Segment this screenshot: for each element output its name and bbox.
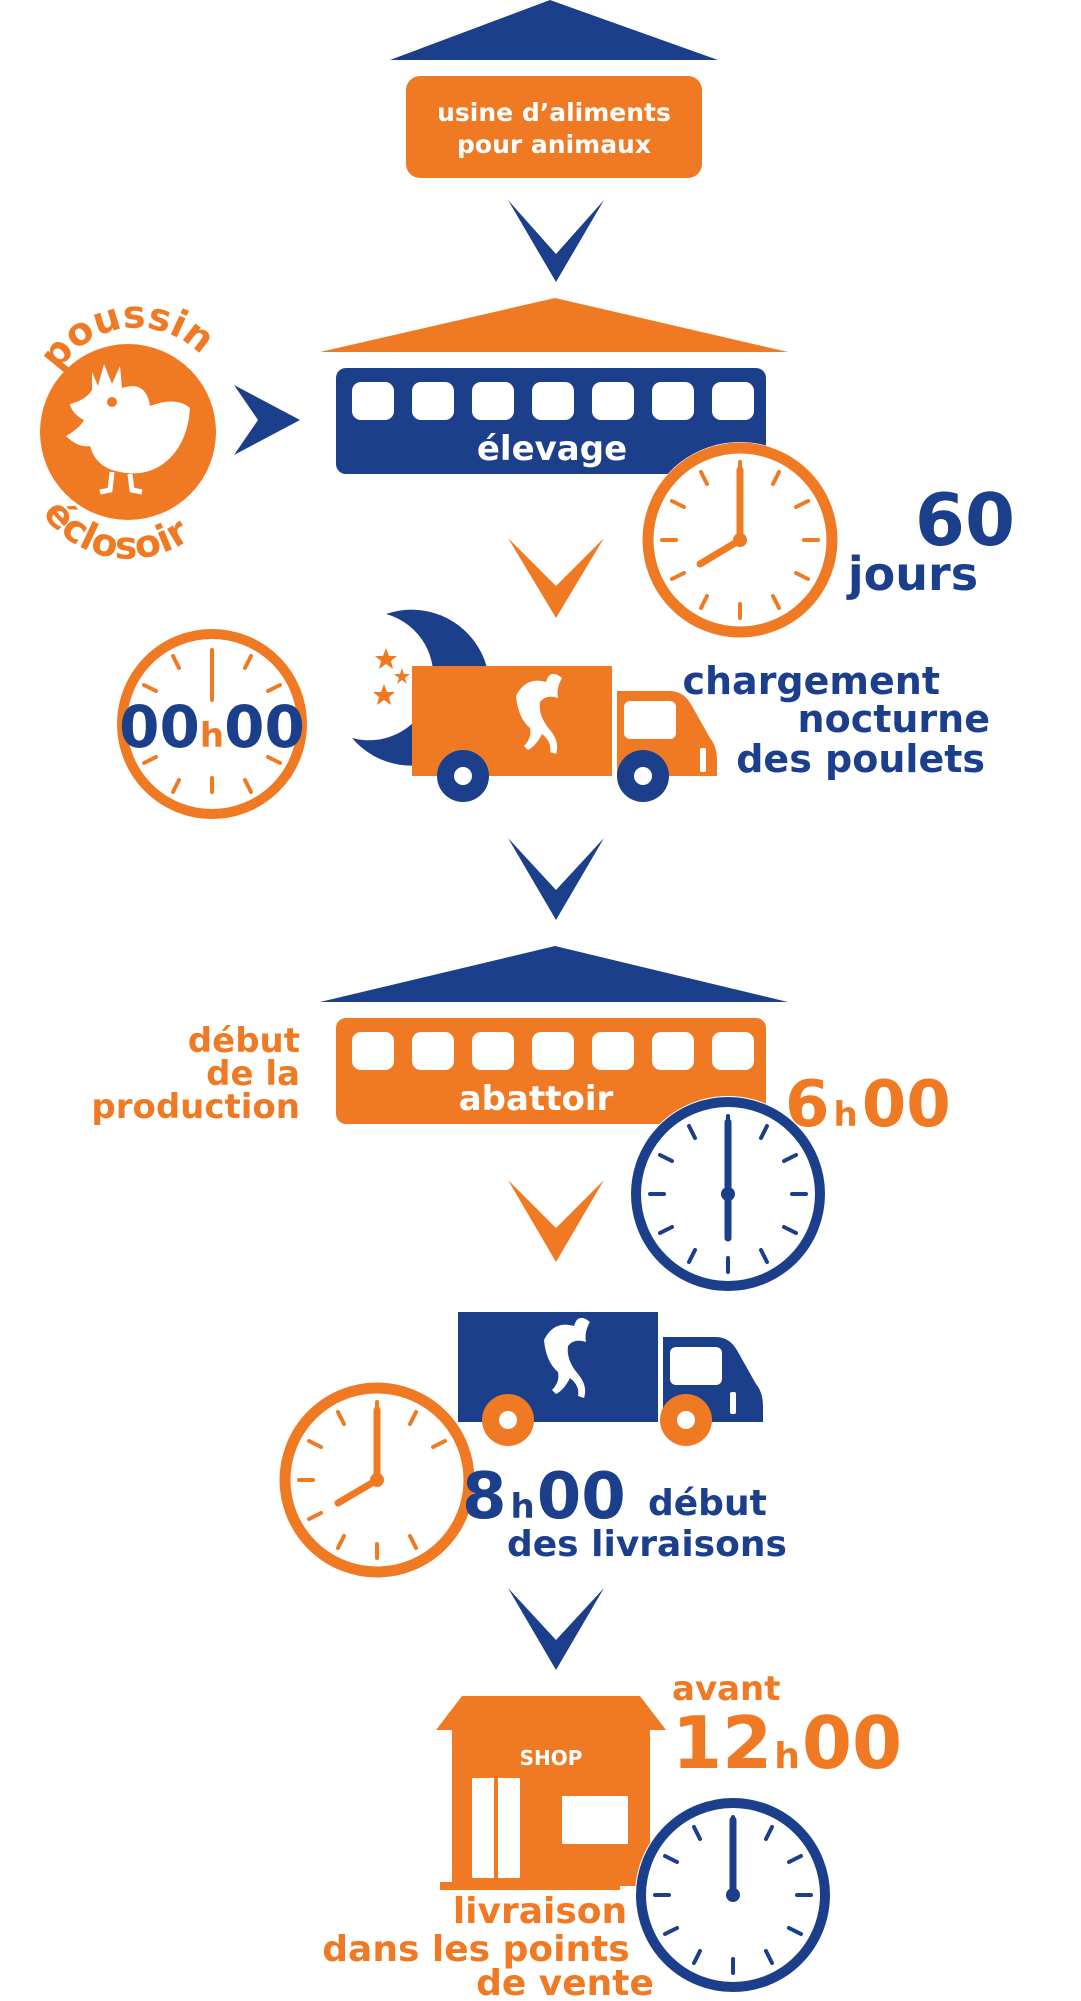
- farm-duration-number: 60: [915, 478, 1015, 562]
- stars-icon: [373, 648, 410, 705]
- arrow-right-icon: [234, 385, 300, 455]
- arrow-down-icon: [508, 838, 604, 920]
- shop-before-label: avant: [672, 1669, 781, 1709]
- production-start-line3: production: [91, 1087, 300, 1127]
- shop-line1: livraison: [453, 1891, 627, 1932]
- shop-door-icon: [472, 1778, 520, 1878]
- shop-sign: SHOP: [520, 1746, 583, 1770]
- farm: élevage 60 jours: [320, 298, 1015, 638]
- roof-icon: [320, 298, 788, 352]
- shop-time-hours: 12: [672, 1701, 772, 1785]
- loading-line3: des poulets: [736, 737, 985, 781]
- feed-mill-label-line1: usine d’aliments: [437, 98, 671, 127]
- shop-time-sep: h: [774, 1736, 800, 1777]
- clock-icon: [642, 442, 838, 638]
- arrow-down-icon: [508, 1588, 604, 1670]
- delivery-line1: début: [648, 1483, 767, 1524]
- shop: SHOP avant 12h00: [322, 1669, 902, 2001]
- production-time-minutes: 00: [862, 1068, 951, 1142]
- shop-line3: de vente: [476, 1963, 654, 2001]
- production-time-sep: h: [834, 1095, 858, 1135]
- production-start-line2: de la: [206, 1054, 300, 1094]
- shop-window-icon: [562, 1796, 628, 1844]
- hatchery: poussin éclosoir: [31, 292, 223, 568]
- loading-time-minutes: 00: [224, 693, 305, 761]
- loading-time: 00h00: [119, 693, 305, 761]
- window-row: [352, 1032, 754, 1070]
- slaughterhouse-label: abattoir: [459, 1079, 614, 1119]
- slaughterhouse: abattoir début de la production: [91, 946, 951, 1292]
- clock-icon: [117, 629, 307, 819]
- roof-icon: [320, 946, 788, 1002]
- truck-icon: [458, 1312, 763, 1446]
- roof-icon: [390, 0, 718, 60]
- loading-line1: chargement: [682, 659, 940, 703]
- night-loading: 00h00 chargement nocturne des poulets: [117, 609, 990, 819]
- window-row: [352, 382, 754, 420]
- production-start-line1: début: [188, 1021, 300, 1061]
- clock-icon: [630, 1096, 826, 1292]
- farm-label: élevage: [477, 429, 627, 469]
- feed-mill-box: [406, 76, 702, 178]
- farm-duration-unit: jours: [846, 547, 978, 601]
- shop-line2: dans les points: [322, 1929, 629, 1970]
- arrow-down-icon: [508, 200, 604, 282]
- feed-mill: usine d’aliments pour animaux: [390, 0, 718, 178]
- delivery-time-hours: 8: [462, 1460, 507, 1534]
- feed-mill-label-line2: pour animaux: [457, 130, 651, 159]
- loading-time-sep: h: [200, 716, 224, 756]
- roof-icon: [436, 1696, 666, 1730]
- shop-time: 12h00: [672, 1701, 902, 1785]
- delivery-line2: des livraisons: [507, 1524, 787, 1565]
- arrow-down-icon: [508, 538, 604, 618]
- delivery-time-minutes: 00: [537, 1460, 626, 1534]
- arrow-down-icon: [508, 1180, 604, 1262]
- clock-icon: [635, 1797, 831, 1993]
- clock-icon: [279, 1382, 475, 1578]
- loading-line2: nocturne: [798, 697, 990, 741]
- production-time-hours: 6: [785, 1068, 830, 1142]
- chick-icon: [66, 364, 190, 495]
- truck-icon: [412, 666, 717, 802]
- shop-time-minutes: 00: [802, 1701, 902, 1785]
- delivery-time-sep: h: [511, 1487, 535, 1527]
- loading-time-hours: 00: [119, 693, 200, 761]
